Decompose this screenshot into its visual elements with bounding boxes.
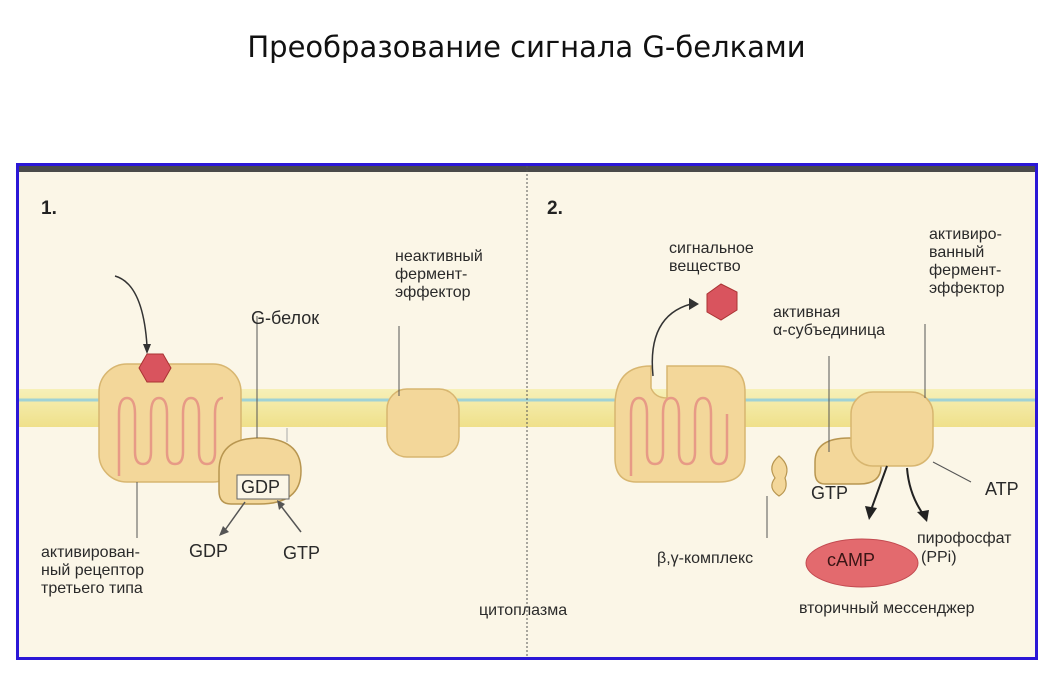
camp-label: cAMP [827,550,876,570]
active-effector [850,391,934,467]
active-effector-label: активиро- ванный фермент- эффектор [929,226,1005,297]
receptor-label: активирован- ный рецептор третьего типа [41,544,145,597]
signal-label: сигнальное вещество [669,240,754,275]
gdp-pocket [236,474,290,500]
gdp-out-arrow [224,501,246,531]
inactive-effector [386,388,460,458]
active-alpha-label: активная α-субъединица [773,304,886,339]
gdp-bound-label: GDP [241,477,281,497]
signal-release-arrow [651,303,692,377]
beta-gamma-label: β,γ-комплекс [657,550,754,567]
receptor-coil-1 [117,396,224,476]
gdp-out-label: GDP [189,541,229,561]
panel-1-number: 1. [41,198,57,219]
signal-molecule-bound [138,353,172,383]
signal-molecule-released [706,283,738,321]
camp-arrow [870,465,888,511]
ppi-arrowhead [917,510,929,522]
gtp-bound-label: GTP [811,483,849,503]
diagram-canvas [19,166,1035,657]
ppi-label: (PPi) [921,549,957,566]
signal-arrowhead [143,344,151,354]
atp-label: ATP [985,479,1019,499]
gdp-out-arrowhead [219,526,229,536]
second-messenger-label: вторичный мессенджер [799,600,975,617]
receptor-coil-2 [629,396,729,476]
gtp-in-arrow [280,505,302,533]
camp-arrowhead [865,506,877,520]
top-edge [19,166,1035,172]
signal-arrow-in [114,275,148,347]
g-protein-label: G-белок [251,308,320,328]
signal-release-arrowhead [689,298,699,310]
atp-pointer [932,461,972,483]
ppi-arrow [906,467,924,515]
beta-gamma-complex [771,455,788,497]
gtp-in-arrowhead [277,500,285,510]
cytoplasm-label: цитоплазма [479,602,568,619]
inactive-effector-label: неактивный фермент- эффектор [395,248,483,301]
camp-ellipse [805,538,919,588]
page-title: Преобразование сигнала G-белками [247,30,806,64]
gtp-in-label: GTP [283,543,321,563]
pyrophosphate-label: пирофосфат [917,530,1012,547]
diagram-frame: 1. 2. неактивный фермент- эффектор G-бел… [16,163,1038,660]
panel-2-number: 2. [547,198,563,219]
